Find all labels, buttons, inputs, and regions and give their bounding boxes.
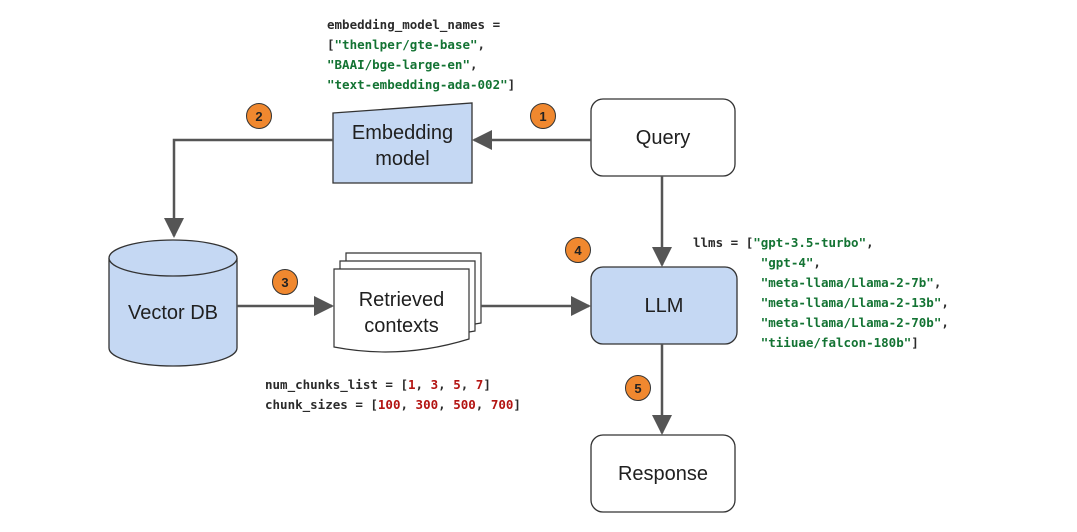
chunk-sizes-eq: = bbox=[347, 397, 371, 412]
llms-item-0: "gpt-3.5-turbo" bbox=[753, 235, 867, 250]
embedding-open: [ bbox=[327, 37, 335, 52]
llms-code: llms = ["gpt-3.5-turbo", "gpt-4", "meta-… bbox=[693, 235, 949, 350]
embedding-model-shape bbox=[332, 102, 473, 184]
chunk-sizes-value-3: 700 bbox=[490, 397, 514, 412]
step-badge-3: 3 bbox=[272, 269, 298, 295]
num-chunks-eq: = bbox=[377, 377, 401, 392]
chunk-sizes-var: chunk_sizes bbox=[265, 397, 348, 412]
embedding-eq: = bbox=[485, 17, 501, 32]
embedding-model-label: Embedding model bbox=[351, 121, 454, 170]
step-badge-1: 1 bbox=[530, 103, 556, 129]
chunk-settings-code: num_chunks_list = [1, 3, 5, 7] chunk_siz… bbox=[265, 377, 521, 412]
llms-item-5: "tiiuae/falcon-180b" bbox=[760, 335, 912, 350]
llms-item-4: "meta-llama/Llama-2-70b" bbox=[760, 315, 942, 330]
vector-db-label: Vector DB bbox=[127, 302, 219, 324]
retrieved-contexts-stack bbox=[333, 252, 482, 353]
step-badge-5: 5 bbox=[625, 375, 651, 401]
llms-open: [ bbox=[745, 235, 754, 250]
llms-item-1: "gpt-4" bbox=[760, 255, 814, 270]
llms-var: llms bbox=[693, 235, 724, 250]
llms-item-2: "meta-llama/Llama-2-7b" bbox=[760, 275, 934, 290]
embedding-close: ] bbox=[507, 77, 516, 92]
response-label: Response bbox=[617, 462, 709, 485]
embedding-model-names-code: embedding_model_names = ["thenlper/gte-b… bbox=[327, 17, 516, 92]
arrow-embedding-to-vectordb bbox=[164, 138, 333, 238]
embedding-var: embedding_model_names bbox=[327, 17, 486, 32]
num-chunks-value-3: 7 bbox=[475, 377, 484, 392]
retrieved-contexts-label: Retrieved contexts bbox=[358, 288, 445, 337]
num-chunks-value-1: 3 bbox=[430, 377, 439, 392]
llm-box bbox=[590, 266, 738, 345]
num-chunks-var: num_chunks_list bbox=[265, 377, 378, 392]
num-chunks-value-0: 1 bbox=[408, 377, 416, 392]
embedding-item-2: "text-embedding-ada-002" bbox=[327, 77, 508, 92]
vector-db-cylinder bbox=[108, 239, 238, 367]
step-badge-4: 4 bbox=[565, 237, 591, 263]
llms-close: ] bbox=[911, 335, 919, 350]
embedding-item-1: "BAAI/bge-large-en" bbox=[327, 57, 470, 72]
step-badge-2: 2 bbox=[246, 103, 272, 129]
chunk-sizes-value-0: 100 bbox=[377, 397, 401, 412]
llms-eq: = bbox=[723, 235, 746, 250]
num-chunks-value-2: 5 bbox=[453, 377, 461, 392]
embedding-item-0: "thenlper/gte-base" bbox=[334, 37, 478, 52]
query-label: Query bbox=[635, 126, 691, 149]
chunk-sizes-value-1: 300 bbox=[415, 397, 439, 412]
llm-label: LLM bbox=[644, 294, 684, 317]
llms-item-3: "meta-llama/Llama-2-13b" bbox=[760, 295, 942, 310]
chunk-sizes-value-2: 500 bbox=[453, 397, 476, 412]
response-box bbox=[590, 434, 736, 513]
